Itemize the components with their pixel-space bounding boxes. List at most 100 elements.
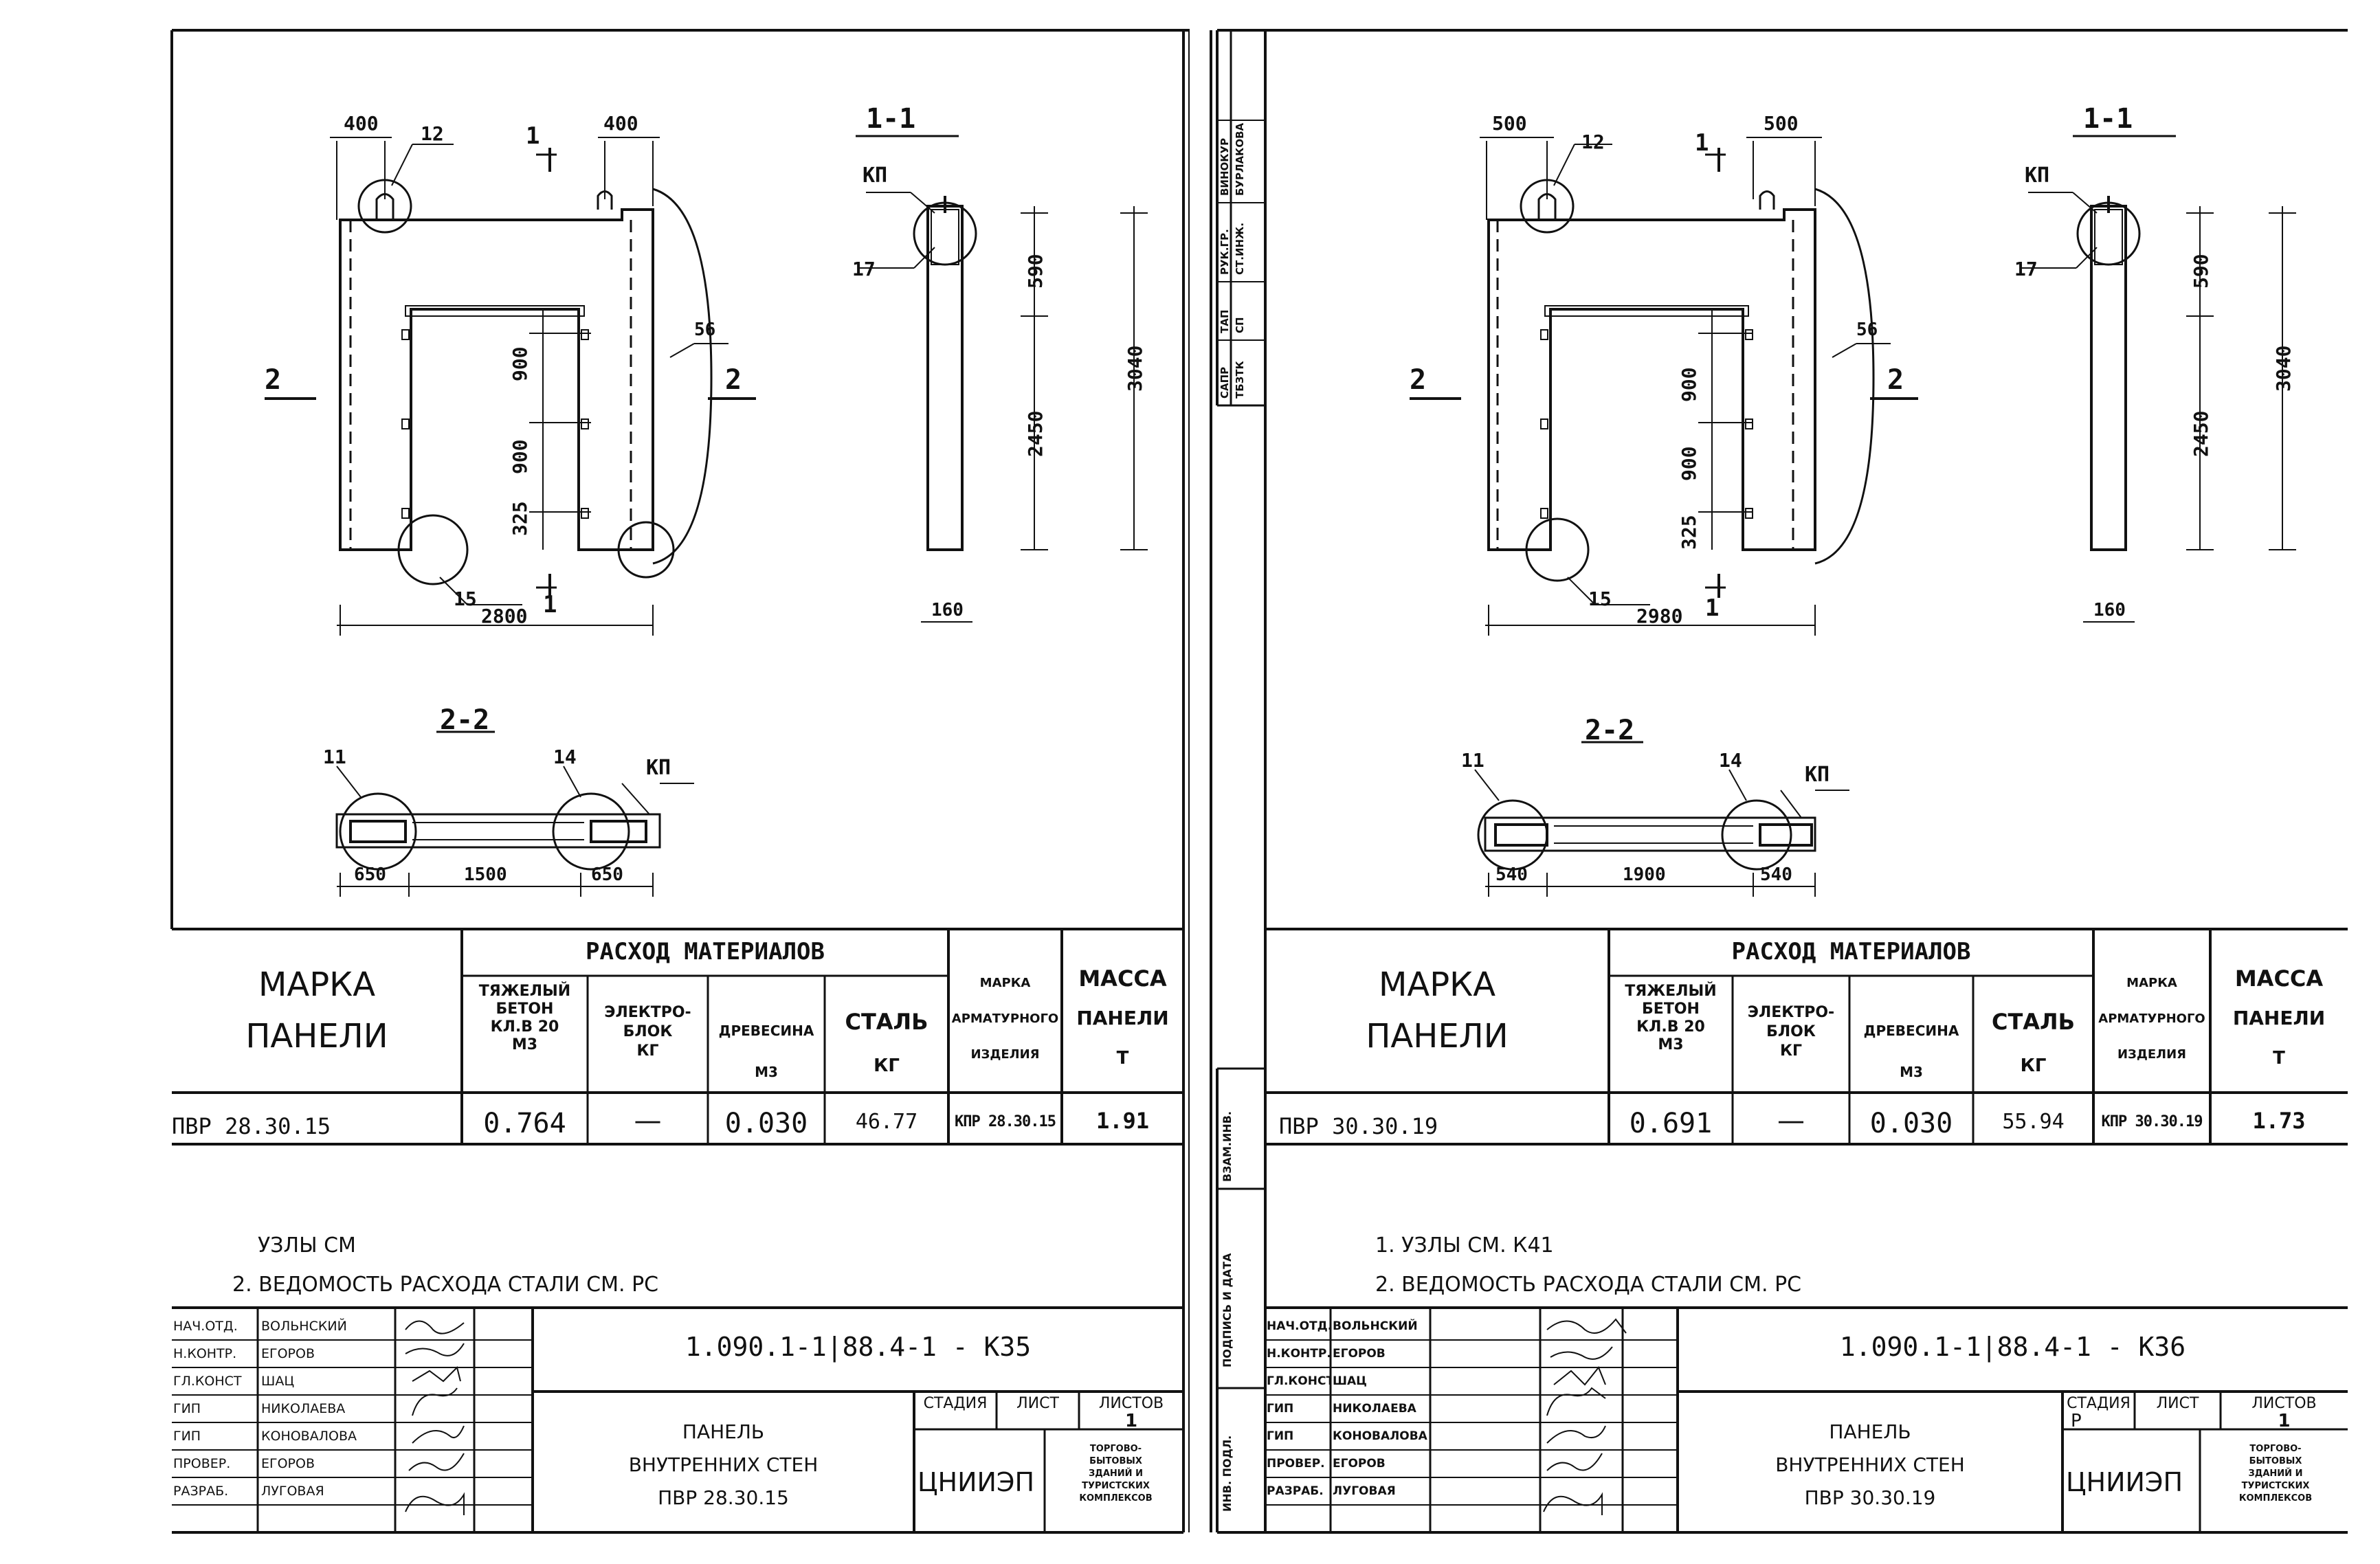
doc-name: ПАНЕЛЬ ВНУТРЕННИХ СТЕН ПВР 28.30.15 xyxy=(533,1416,914,1515)
name-3: НИКОЛАЕВА xyxy=(261,1401,346,1416)
row-arm: КПР 30.30.19 xyxy=(2101,1113,2203,1130)
col-elektro-3: КГ xyxy=(1779,1042,1802,1060)
doc-name-3: ПВР 30.30.19 xyxy=(1804,1486,1936,1509)
dim-plan-left: 540 xyxy=(1495,864,1528,885)
col-beton: ТЯЖЕЛЫЙ БЕТОН КЛ.В 20 М3 xyxy=(1609,983,1733,1054)
role-4: ГИП xyxy=(1267,1429,1294,1443)
note-1: УЗЛЫ СМ xyxy=(258,1233,356,1258)
list-label: ЛИСТ xyxy=(1016,1395,1059,1412)
kp-plan: КП xyxy=(646,756,671,780)
kp-plan: КП xyxy=(1805,763,1830,787)
listov-label: ЛИСТОВ xyxy=(1098,1395,1164,1412)
col-marka-arm: МАРКА АРМАТУРНОГО ИЗДЕЛИЯ xyxy=(2093,965,2210,1073)
side-label-inv-podl: ИНВ. ПОДЛ. xyxy=(1221,1435,1234,1512)
name-6: ЛУГОВАЯ xyxy=(1333,1484,1396,1498)
stamp-ruk-gr: РУК.ГР. xyxy=(1219,229,1231,275)
callout-14: 14 xyxy=(1719,749,1742,772)
dim-160: 160 xyxy=(931,600,964,621)
col-marka-arm: МАРКА АРМАТУРНОГО ИЗДЕЛИЯ xyxy=(948,965,1062,1073)
dim-top-left: 500 xyxy=(1492,112,1527,135)
section-1-1-title: 1-1 xyxy=(2083,103,2133,135)
cut-1-top: 1 xyxy=(526,122,540,150)
dim-plan-mid: 1500 xyxy=(464,864,507,885)
org-sub-5: КОМПЛЕКСОВ xyxy=(1079,1493,1153,1504)
marka-header-1: МАРКА xyxy=(258,965,376,1004)
sheet-k36: САПР ТБЗТК ТАП СП РУК.ГР. СТ.ИНЖ. ВИНОКУ… xyxy=(1190,0,2379,1564)
sheet-divider xyxy=(1210,30,1212,1532)
cut-2-left: 2 xyxy=(1410,364,1427,396)
stamp-st-inzh: СТ.ИНЖ. xyxy=(1234,222,1246,275)
callout-17: 17 xyxy=(2014,258,2038,280)
note-2: 2. ВЕДОМОСТЬ РАСХОДА СТАЛИ СМ. РС xyxy=(1375,1273,1802,1297)
rashod-header: РАСХОД МАТЕРИАЛОВ xyxy=(586,938,825,965)
col-marka-arm-2: АРМАТУРНОГО xyxy=(951,1012,1059,1026)
role-5: ПРОВЕР. xyxy=(1267,1457,1325,1471)
stadia-label: СТАДИЯ xyxy=(923,1395,988,1412)
row-drev: 0.030 xyxy=(1869,1108,1953,1139)
drawing-k36 xyxy=(1216,29,2348,1534)
listov-label: ЛИСТОВ xyxy=(2251,1395,2317,1412)
doc-code: 1.090.1-1|88.4-1 - К36 xyxy=(1839,1332,2186,1362)
role-2: ГЛ.КОНСТ xyxy=(173,1374,242,1389)
dim-900-b: 900 xyxy=(1678,446,1700,481)
org-sub-2: БЫТОВЫХ xyxy=(2249,1456,2302,1466)
kp-section: КП xyxy=(2025,164,2050,188)
sheet-k35: 400 12 1 400 2 56 2 900 900 325 15 2800 … xyxy=(170,29,1190,1534)
col-massa: МАССА ПАНЕЛИ Т xyxy=(1062,959,1183,1078)
row-stal: 55.94 xyxy=(2002,1110,2065,1134)
cut-2-right: 2 xyxy=(725,364,742,396)
role-2: ГЛ.КОНСТ xyxy=(1267,1374,1330,1388)
org-sub-1: ТОРГОВО- xyxy=(2249,1444,2302,1454)
role-6: РАЗРАБ. xyxy=(1267,1484,1324,1498)
col-marka-arm-3: ИЗДЕЛИЯ xyxy=(970,1047,1040,1062)
section-1-1-title: 1-1 xyxy=(866,103,916,135)
name-5: ЕГОРОВ xyxy=(261,1456,315,1471)
role-5: ПРОВЕР. xyxy=(173,1456,231,1471)
role-0: НАЧ.ОТД. xyxy=(1267,1319,1330,1333)
section-2-2-title: 2-2 xyxy=(1585,715,1635,746)
dim-590: 590 xyxy=(2190,254,2212,289)
marka-header-1: МАРКА xyxy=(1378,965,1496,1004)
col-beton: ТЯЖЕЛЫЙ БЕТОН КЛ.В 20 М3 xyxy=(462,983,588,1054)
row-elektro: — xyxy=(634,1105,662,1137)
col-massa: МАССА ПАНЕЛИ Т xyxy=(2210,959,2348,1078)
name-1: ЕГОРОВ xyxy=(261,1346,315,1361)
col-massa-1: МАССА xyxy=(2234,965,2324,992)
names-column: ВОЛЬНСКИЙ ЕГОРОВ ШАЦ НИКОЛАЕВА КОНОВАЛОВ… xyxy=(1333,1312,1430,1505)
col-stal-2: КГ xyxy=(874,1055,900,1076)
role-6: РАЗРАБ. xyxy=(173,1484,229,1499)
dim-900-b: 900 xyxy=(509,439,531,474)
name-4: КОНОВАЛОВА xyxy=(1333,1429,1427,1443)
rashod-header: РАСХОД МАТЕРИАЛОВ xyxy=(1731,938,1971,965)
col-marka-arm-1: МАРКА xyxy=(2126,976,2177,990)
col-massa-2: ПАНЕЛИ xyxy=(2232,1007,2326,1029)
role-4: ГИП xyxy=(173,1429,201,1444)
col-drev-1: ДРЕВЕСИНА xyxy=(718,1023,814,1039)
col-beton-3: КЛ.В 20 xyxy=(1636,1018,1705,1036)
signatures-k36 xyxy=(1543,1318,1627,1515)
note-1: 1. УЗЛЫ СМ. К41 xyxy=(1375,1233,1554,1258)
dim-3040: 3040 xyxy=(1124,345,1146,392)
col-marka-arm-3: ИЗДЕЛИЯ xyxy=(2117,1047,2187,1062)
col-marka-arm-2: АРМАТУРНОГО xyxy=(2098,1012,2205,1026)
dim-top-right: 500 xyxy=(1764,112,1799,135)
stamp-burlakova: БУРЛАКОВА xyxy=(1234,122,1246,196)
col-beton-3: КЛ.В 20 xyxy=(490,1018,559,1036)
col-elektro-2: БЛОК xyxy=(623,1023,673,1040)
col-beton-4: М3 xyxy=(511,1036,538,1053)
callout-17: 17 xyxy=(852,258,876,280)
name-0: ВОЛЬНСКИЙ xyxy=(261,1319,347,1334)
name-6: ЛУГОВАЯ xyxy=(261,1484,324,1499)
callout-15: 15 xyxy=(1588,588,1612,610)
list-label: ЛИСТ xyxy=(2156,1395,2199,1412)
org-sub-3: ЗДАНИЙ И xyxy=(2248,1468,2303,1479)
stamp-vinokur: ВИНОКУР xyxy=(1219,137,1231,196)
dim-top-right: 400 xyxy=(603,112,638,135)
callout-56: 56 xyxy=(694,320,716,340)
side-label-vzam-inv: ВЗАМ.ИНВ. xyxy=(1221,1111,1234,1182)
col-stal: СТАЛЬ КГ xyxy=(1973,1000,2093,1088)
row-drev: 0.030 xyxy=(724,1108,808,1139)
org-sub-4: ТУРИСТСКИХ xyxy=(2241,1481,2310,1491)
section-2-2-title: 2-2 xyxy=(440,704,490,736)
doc-name-1: ПАНЕЛЬ xyxy=(682,1420,765,1443)
